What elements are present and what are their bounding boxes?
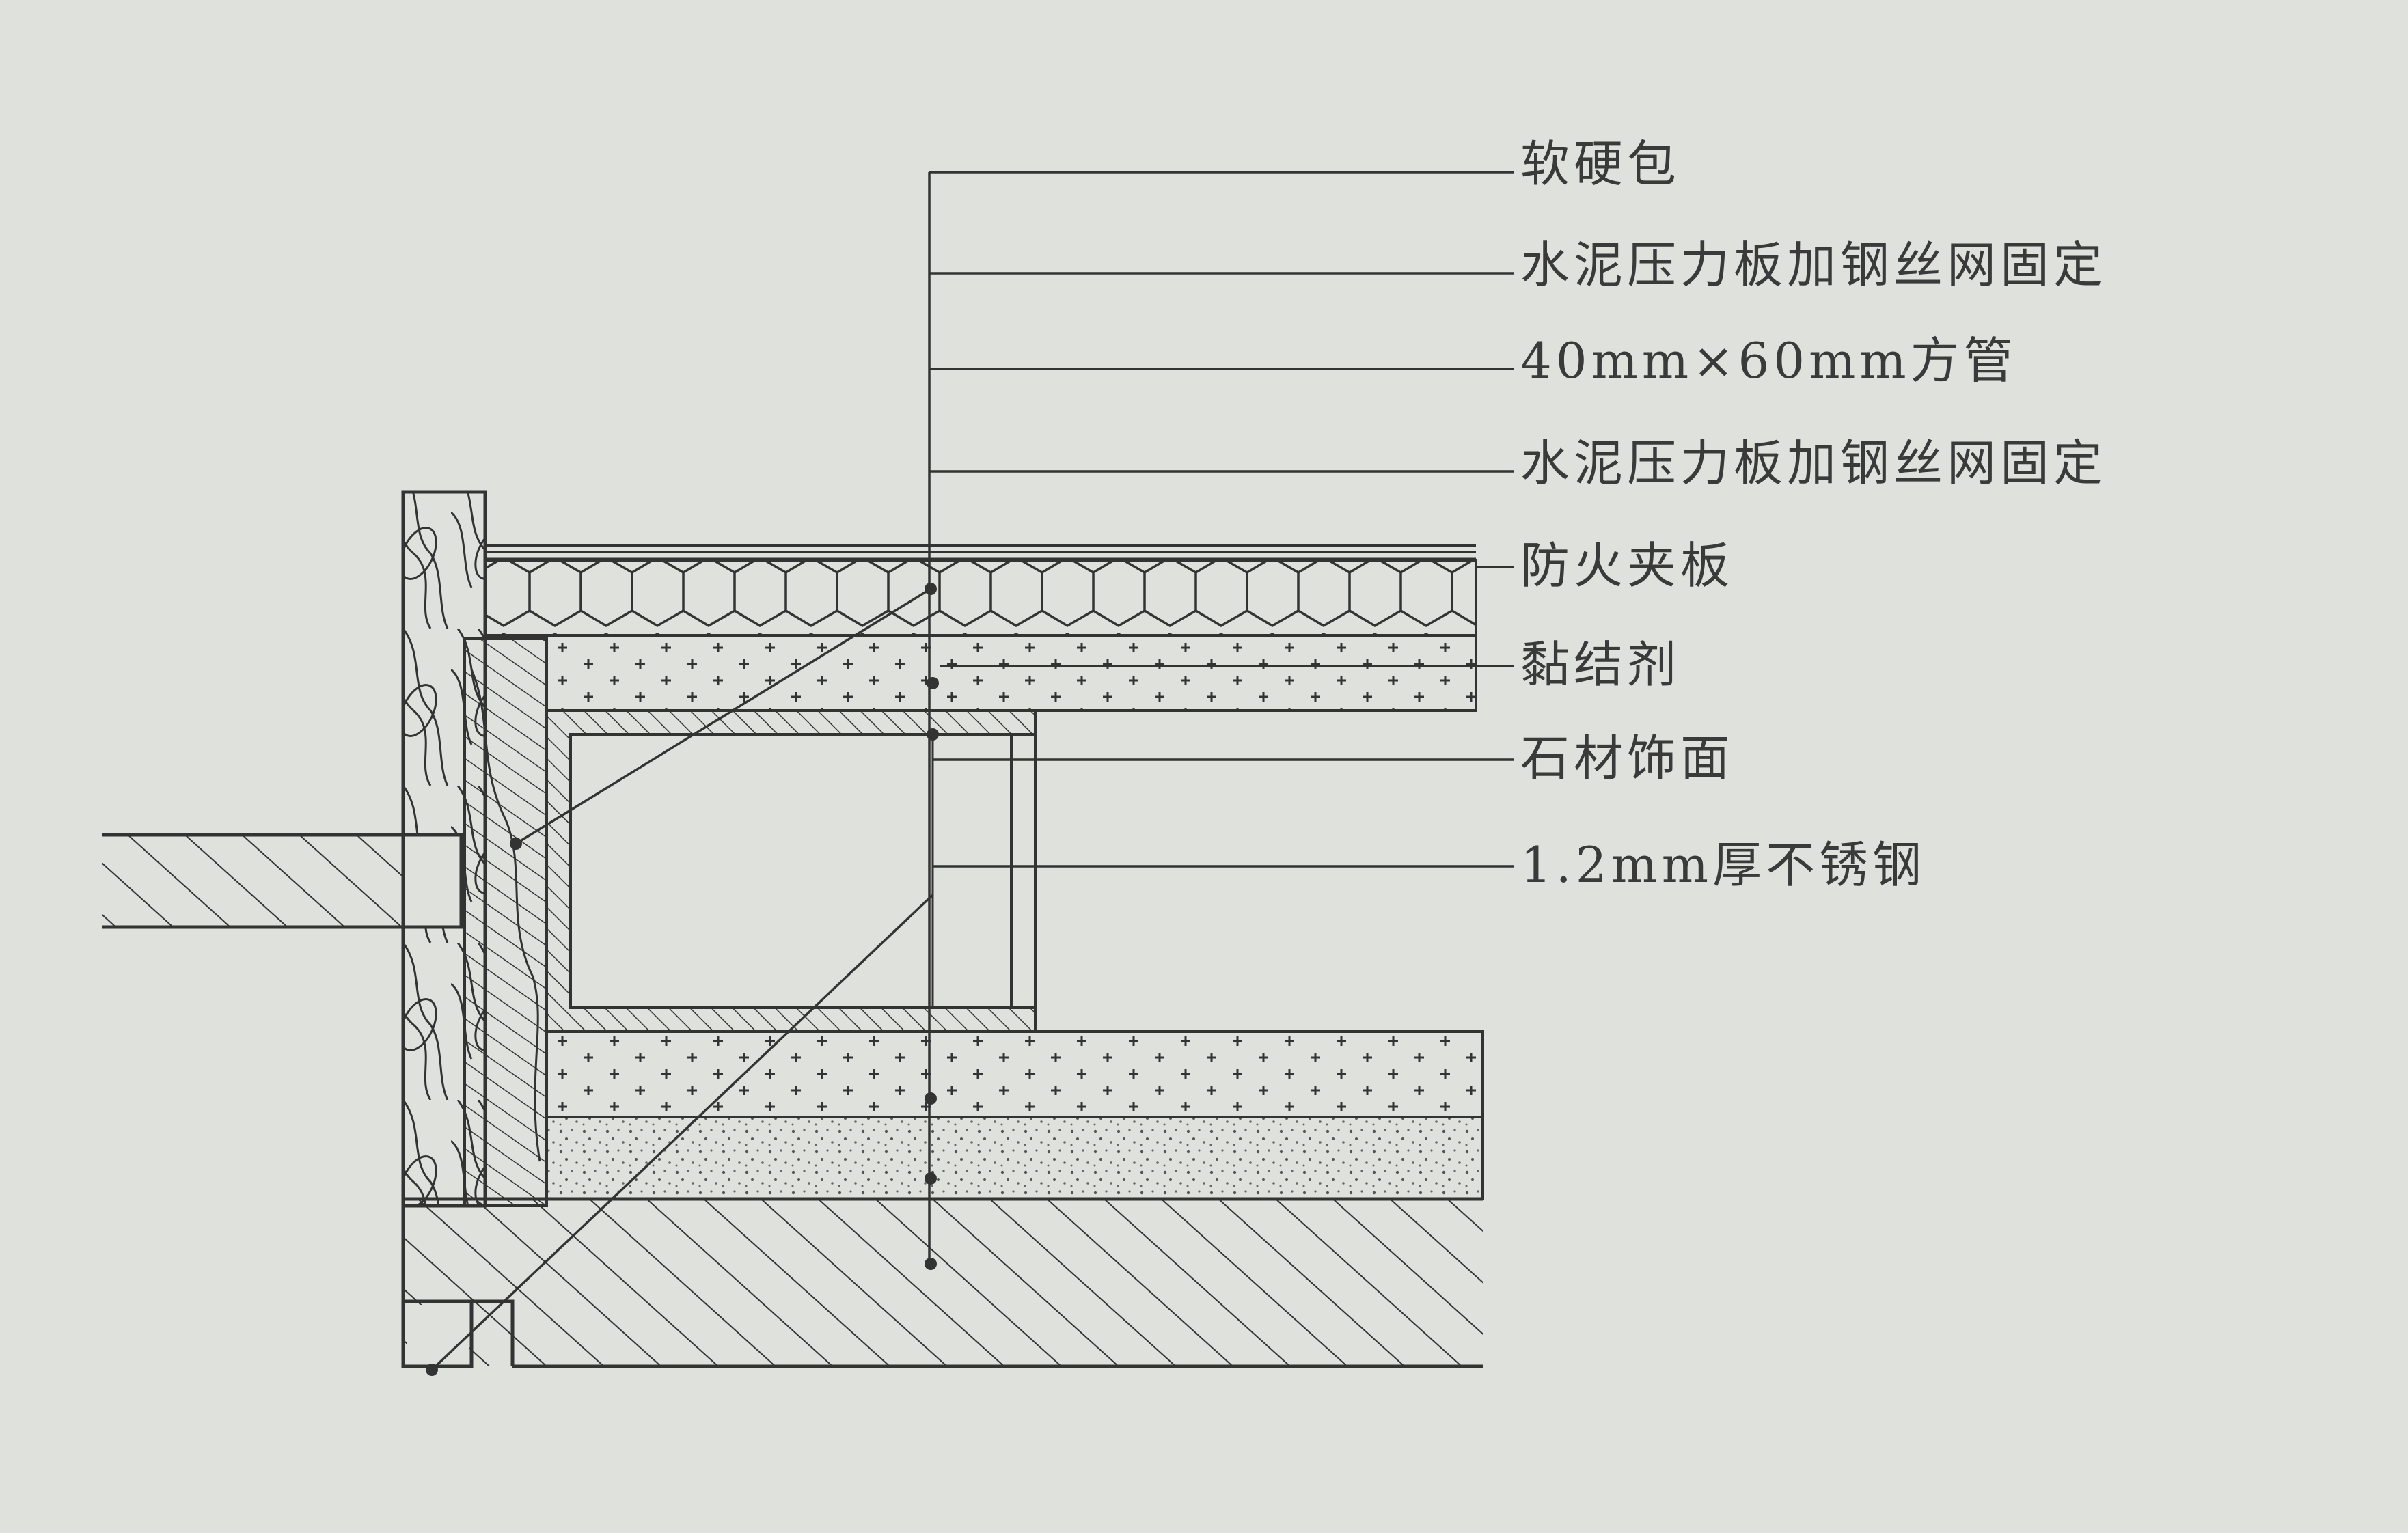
leader-lines: [430, 171, 1514, 1371]
label-square-tube: 40mm×60mm方管: [1520, 332, 2017, 389]
upper-cement-board-layer: [545, 634, 1477, 712]
stone-finish-layer: [545, 1116, 1484, 1200]
wood-blocking: [463, 637, 548, 1207]
label-cement-board-mesh-1: 水泥压力板加钢丝网固定: [1520, 236, 2107, 294]
lower-adhesive-layer: [545, 1030, 1484, 1118]
label-soft-hard-upholstery: 软硬包: [1520, 135, 1680, 193]
label-stone-finish: 石材饰面: [1520, 730, 1734, 787]
leader-dots: [426, 583, 939, 1376]
wall-slab: [102, 833, 463, 929]
concrete-base: [401, 1197, 1483, 1368]
label-adhesive: 黏结剂: [1520, 636, 1680, 693]
label-fireproof-plywood: 防火夹板: [1520, 537, 1734, 594]
annotation-labels: 软硬包 水泥压力板加钢丝网固定 40mm×60mm方管 水泥压力板加钢丝网固定 …: [1520, 135, 2107, 894]
square-steel-tube: [545, 709, 1037, 1033]
fireproof-plywood-layer: [484, 544, 1477, 637]
label-stainless-steel: 1.2mm厚不锈钢: [1520, 836, 1926, 894]
label-cement-board-mesh-2: 水泥压力板加钢丝网固定: [1520, 434, 2107, 492]
